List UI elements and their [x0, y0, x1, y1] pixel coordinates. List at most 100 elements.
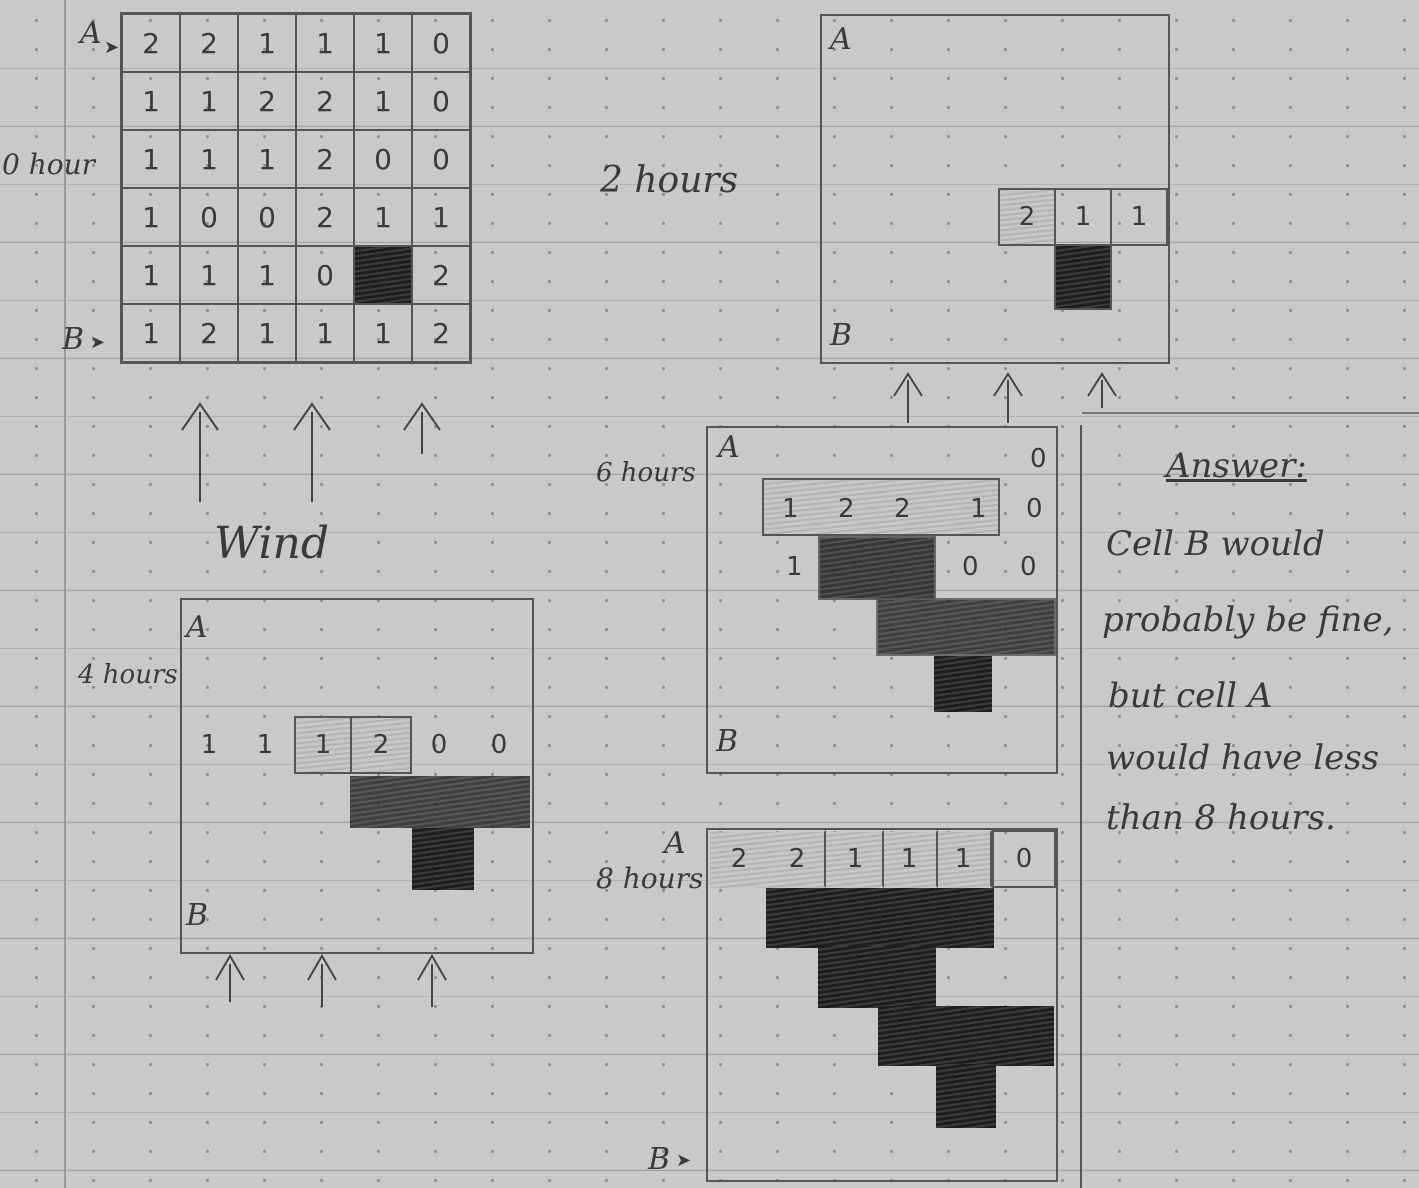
grid6-row1-value: 1	[970, 494, 987, 524]
grid6-a-label: A	[718, 430, 740, 465]
answer-line: Cell B would	[1106, 524, 1325, 564]
grid6-burning-cell	[934, 656, 992, 712]
wind-label: Wind	[214, 518, 329, 569]
grid0-cell: 2	[180, 14, 238, 72]
grid6-row2-value: 0	[962, 552, 979, 582]
grid2-cell: 1	[1054, 188, 1112, 246]
answer-line: but cell A	[1108, 676, 1272, 716]
grid0-cell: 1	[180, 130, 238, 188]
grid0-cell: 1	[296, 14, 354, 72]
grid6-burning-row2	[876, 598, 1056, 656]
grid0-cell: 1	[122, 130, 180, 188]
grid0-cell: 0	[238, 188, 296, 246]
grid0-cell: 1	[354, 188, 412, 246]
grid8-cell: 1	[880, 830, 938, 888]
grid8-a-label: A	[664, 826, 686, 861]
vertical-divider-right	[1080, 425, 1082, 1188]
grid8-cell: 0	[992, 830, 1056, 888]
grid0-cell: 0	[412, 14, 470, 72]
answer-line: probably be fine,	[1102, 600, 1393, 640]
grid8-cell: 1	[934, 830, 992, 888]
grid0-cell: 1	[122, 188, 180, 246]
grid2-cell: 1	[1110, 188, 1168, 246]
grid0-cell: 2	[180, 304, 238, 362]
grid2-time-label: 2 hours	[600, 160, 738, 201]
grid0-cell: 2	[296, 188, 354, 246]
grid0-cell: 1	[354, 72, 412, 130]
grid4-cell: 1	[180, 716, 238, 774]
grid0-cell: 0	[412, 72, 470, 130]
grid0-cell: 1	[238, 130, 296, 188]
grid4-cell: 1	[294, 716, 352, 774]
grid0-cell: 0	[296, 246, 354, 304]
grid0-time-label: 0 hour	[2, 148, 95, 181]
grid0-cell: 0	[412, 130, 470, 188]
grid0-cell: 2	[238, 72, 296, 130]
grid6-top-right-value: 0	[1030, 444, 1047, 474]
grid6-row1-value: 0	[1026, 494, 1043, 524]
grid8-b-arrow-icon: ➤	[676, 1150, 691, 1171]
grid4-a-label: A	[186, 610, 208, 645]
grid4-b-label: B	[186, 898, 208, 933]
grid0-cell: 2	[412, 304, 470, 362]
answer-line: than 8 hours.	[1106, 798, 1336, 838]
grid6-row1-value: 1	[782, 494, 799, 524]
grid0-cell: 1	[354, 304, 412, 362]
grid6-row1-value: 2	[894, 494, 911, 524]
grid0-cell: 2	[296, 72, 354, 130]
grid6-row1-value: 2	[838, 494, 855, 524]
grid0-cell: 1	[122, 246, 180, 304]
grid0-cell: 1	[296, 304, 354, 362]
wind-arrows-icon	[160, 392, 460, 512]
grid0: 2 2 1 1 1 0 1 1 2 2 1 0 1 1 1 2 0 0 1 0 …	[120, 12, 472, 364]
grid8-cell: 2	[768, 830, 826, 888]
grid6-b-label: B	[716, 724, 738, 759]
answer-heading: Answer:	[1166, 446, 1307, 486]
grid6-time-label: 6 hours	[596, 458, 696, 488]
grid4-cell: 1	[236, 716, 294, 774]
grid2-b-label: B	[830, 318, 852, 353]
grid8-burning-row1	[766, 888, 994, 948]
grid0-row-a-label: A	[80, 16, 102, 51]
grid4-cell: 0	[410, 716, 468, 774]
grid0-cell: 1	[354, 14, 412, 72]
grid6-burning-row1	[818, 536, 936, 600]
arrow-a-icon: ➤	[104, 37, 119, 58]
grid8-cell: 2	[710, 830, 768, 888]
grid0-cell: 1	[412, 188, 470, 246]
grid4-wind-arrows-icon	[210, 952, 460, 1012]
grid6-row2-value: 1	[786, 552, 803, 582]
grid0-cell: 0	[180, 188, 238, 246]
grid0-cell: 1	[238, 246, 296, 304]
grid6-row2-value: 0	[1020, 552, 1037, 582]
grid0-cell: 1	[180, 72, 238, 130]
arrow-b-icon: ➤	[90, 332, 105, 353]
grid8-burning-cell	[936, 1064, 996, 1128]
answer-line: would have less	[1106, 738, 1379, 778]
grid2-cell: 2	[998, 188, 1056, 246]
grid4-burning-cell	[412, 828, 474, 890]
grid0-cell: 2	[296, 130, 354, 188]
grid2-a-label: A	[830, 22, 852, 57]
grid8-burning-row2	[818, 946, 936, 1008]
grid0-cell: 0	[354, 130, 412, 188]
grid0-row-b-label: B	[62, 322, 84, 357]
grid0-cell: 2	[412, 246, 470, 304]
grid2-wind-arrows-icon	[880, 368, 1140, 428]
grid0-cell: 1	[122, 304, 180, 362]
grid0-cell: 1	[238, 304, 296, 362]
grid0-cell: 1	[122, 72, 180, 130]
grid8-b-label: B	[648, 1142, 670, 1177]
grid8-time-label: 8 hours	[596, 862, 703, 895]
grid4-burning-row	[350, 776, 530, 828]
grid0-cell: 2	[122, 14, 180, 72]
grid2-burning-cell	[1054, 244, 1112, 310]
grid4-cell: 2	[350, 716, 412, 774]
grid0-cell: 1	[180, 246, 238, 304]
grid8-burning-row3	[878, 1006, 1054, 1066]
grid4-cell: 0	[466, 716, 532, 774]
grid4-time-label: 4 hours	[78, 660, 178, 690]
grid8-cell: 1	[826, 830, 884, 888]
grid0-cell: 1	[238, 14, 296, 72]
grid0-burning-cell	[354, 246, 412, 304]
